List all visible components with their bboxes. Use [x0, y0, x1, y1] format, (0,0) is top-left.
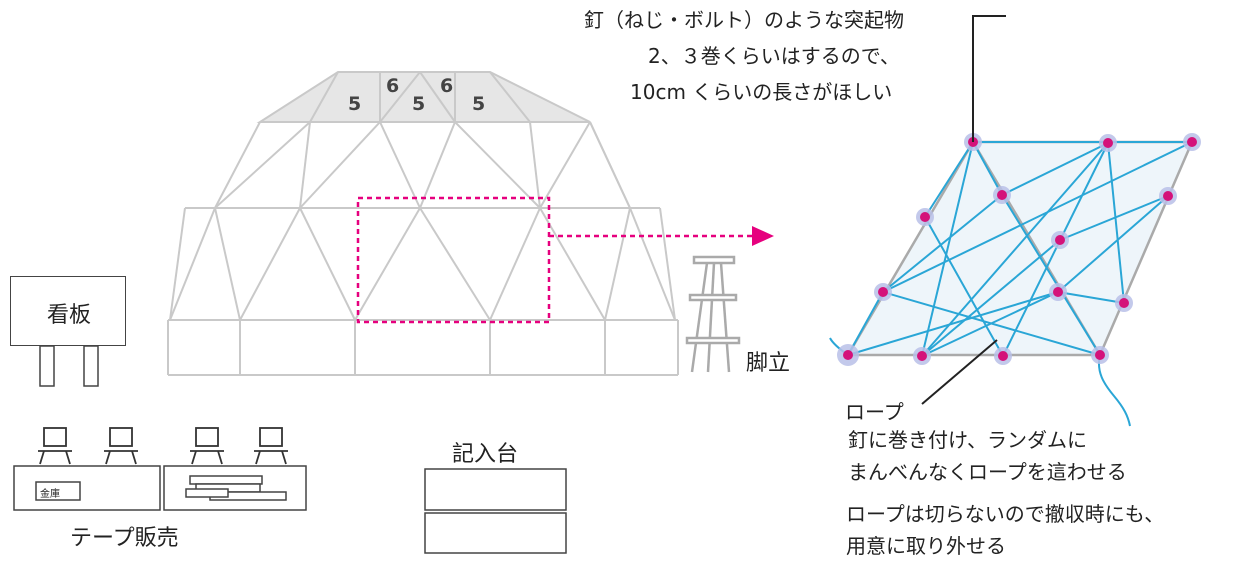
nail-icon: [1099, 134, 1117, 152]
nail-icon: [1115, 294, 1133, 312]
dome-cap-numbers: 5 6 5 6 5: [348, 75, 485, 115]
chairs: [38, 427, 288, 465]
rope-instruction-3: ロープは切らないので撤収時にも、: [846, 502, 1165, 526]
signboard: 看板: [10, 276, 126, 346]
rope-instruction-4: 用意に取り外せる: [846, 534, 1006, 558]
nail-icon: [916, 208, 934, 226]
signboard-legs: [39, 345, 99, 387]
nail-callout-line2: 2、３巻くらいはするので、: [648, 44, 900, 68]
rope-callout-line: [921, 339, 998, 405]
rope-segment: [921, 291, 1059, 357]
rope-segment: [1002, 142, 1109, 357]
tape-stack-icon: [185, 475, 287, 501]
tape-sales-tables: [13, 465, 307, 511]
dome-cap-struts: [309, 71, 531, 123]
rope-segment: [921, 141, 974, 357]
stepladder-label: 脚立: [746, 351, 791, 376]
chair-icon: [38, 427, 72, 465]
rope-segment: [1001, 142, 1109, 196]
highlight-region: [356, 196, 551, 324]
rope-segment: [847, 291, 1059, 356]
entry-table-label: 記入台: [452, 442, 519, 467]
arrow-head-icon: [752, 226, 774, 246]
dome-middle-band: [169, 207, 676, 321]
nails: [837, 133, 1201, 366]
nail-icon: [994, 347, 1012, 365]
rope-segment: [1057, 291, 1125, 304]
rope-instruction-1: 釘に巻き付け、ランダムに: [848, 428, 1087, 452]
nail-callout-line: [972, 15, 1006, 142]
rope-tail: [1098, 354, 1131, 427]
geodesic-dome: [167, 71, 679, 376]
safe-label: 金庫: [40, 489, 60, 500]
rope-segment: [1107, 142, 1125, 304]
nail-icon: [1049, 283, 1067, 301]
rope-segment: [921, 239, 1061, 357]
nail-icon: [1051, 231, 1069, 249]
rope-segment: [1059, 195, 1169, 241]
dome-base: [167, 319, 679, 376]
rope-segment: [847, 291, 884, 356]
rope-label: ロープ: [845, 400, 904, 424]
rope-panel: [829, 133, 1201, 427]
nail-icon: [913, 347, 931, 365]
nail-icon: [837, 344, 859, 366]
tape-sales-label: テープ販売: [70, 526, 179, 551]
chair-icon: [190, 427, 224, 465]
rope-segment: [882, 141, 1193, 293]
dome-upper-band: [214, 121, 631, 209]
nail-icon: [1159, 187, 1177, 205]
cap-number: 5: [472, 93, 485, 115]
rope-lines: [847, 141, 1193, 357]
entry-table: [424, 468, 567, 554]
rope-instruction-2: まんべんなくロープを這わせる: [848, 460, 1127, 484]
rope-segment: [1057, 195, 1169, 293]
rope-segment: [924, 216, 1004, 357]
safe-box: [35, 481, 81, 501]
rope-segment: [1001, 194, 1101, 356]
rope-segment: [924, 141, 974, 218]
chair-icon: [254, 427, 288, 465]
rope-segment: [972, 141, 1003, 196]
signboard-label: 看板: [46, 303, 91, 328]
cap-number: 5: [412, 93, 425, 115]
nail-icon: [874, 283, 892, 301]
rope-segment: [882, 194, 1003, 293]
cap-number: 6: [386, 75, 399, 97]
nail-callout-title: 釘（ねじ・ボルト）のような突起物: [584, 8, 904, 32]
cap-number: 6: [440, 75, 453, 97]
stepladder-icon: [685, 255, 741, 373]
nail-icon: [1183, 133, 1201, 151]
nail-icon: [1091, 346, 1109, 364]
nail-icon: [993, 186, 1011, 204]
cap-number: 5: [348, 93, 361, 115]
nail-callout-line3: 10cm くらいの長さがほしい: [630, 80, 893, 104]
chair-icon: [104, 427, 138, 465]
rope-segment: [921, 142, 1109, 357]
